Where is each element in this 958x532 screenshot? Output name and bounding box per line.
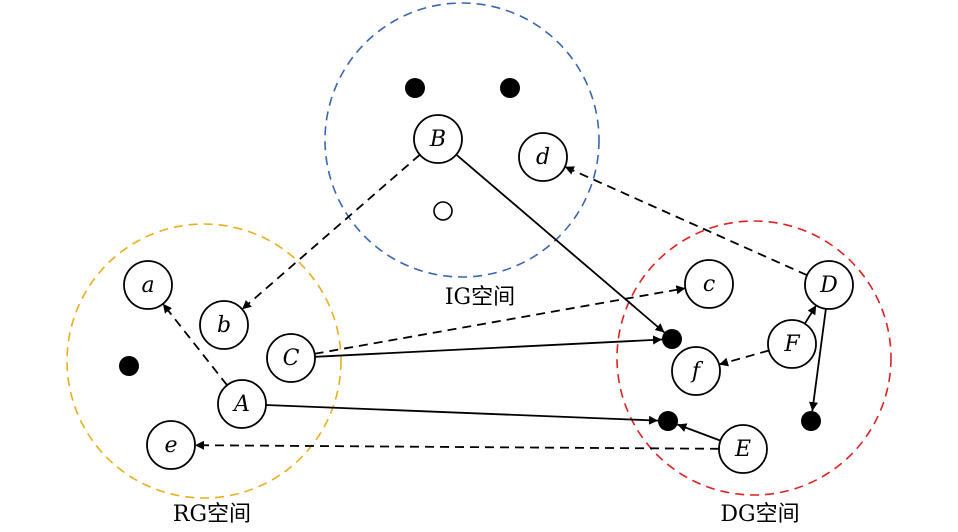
node-C: C — [266, 333, 316, 383]
node-label: E — [734, 437, 751, 462]
node-F: F — [767, 319, 817, 369]
spaces-layer — [66, 2, 892, 499]
node-label: F — [783, 332, 800, 357]
filled-point-p4 — [119, 356, 139, 376]
space-dg-label: DG空间 — [720, 502, 799, 527]
node-circle — [804, 260, 854, 310]
node-label: c — [703, 272, 715, 297]
node-circle — [767, 319, 817, 369]
node-circle — [518, 132, 568, 182]
node-b: b — [199, 300, 249, 350]
node-c: c — [684, 259, 734, 309]
node-f: f — [671, 346, 721, 396]
node-D: D — [804, 260, 854, 310]
edge-B-to-b — [241, 154, 421, 310]
filled-point-p7 — [801, 411, 821, 431]
node-label: a — [141, 273, 154, 298]
edge-F-to-D — [804, 304, 817, 325]
edge-A-to-p6 — [265, 404, 659, 425]
node-label: B — [429, 127, 446, 152]
node-label: D — [819, 273, 838, 298]
edge-D-to-d — [564, 165, 808, 277]
node-circle — [718, 424, 768, 474]
filled-point-p6 — [658, 411, 678, 431]
node-label: C — [283, 346, 300, 371]
edge-F-to-f — [718, 349, 770, 367]
edge-D-to-p7 — [809, 308, 827, 412]
node-d: d — [518, 132, 568, 182]
filled-point-p1 — [405, 78, 425, 98]
space-rg-circle — [66, 223, 342, 499]
edge-A-to-a — [162, 303, 228, 386]
node-label: A — [232, 392, 250, 417]
node-circle — [266, 333, 316, 383]
node-circle — [413, 114, 463, 164]
nodes-layer: a bC Ae Bd c D FfE — [123, 114, 854, 474]
space-ig-circle — [324, 2, 600, 278]
space-ig-label: IG空间 — [445, 285, 515, 310]
edges-layer — [162, 153, 827, 450]
node-circle — [199, 300, 249, 350]
node-label: d — [536, 145, 550, 170]
node-circle — [684, 259, 734, 309]
node-label: e — [164, 433, 177, 458]
space-rg-label: RG空间 — [173, 502, 251, 527]
node-circle — [217, 379, 267, 429]
node-circle — [671, 346, 721, 396]
edge-B-to-p5 — [455, 153, 665, 334]
space-dg-circle — [616, 220, 892, 496]
edge-E-to-p6 — [677, 423, 721, 442]
node-label: b — [217, 313, 231, 338]
node-E: E — [718, 424, 768, 474]
filled-point-p5 — [662, 329, 682, 349]
node-circle — [146, 420, 196, 470]
node-circle — [123, 260, 173, 310]
node-A: A — [217, 379, 267, 429]
points-layer — [119, 78, 821, 431]
node-e: e — [146, 420, 196, 470]
hollow-point-p3 — [433, 201, 453, 221]
edge-E-to-e — [194, 440, 720, 450]
edge-C-to-p5 — [314, 335, 663, 358]
node-a: a — [123, 260, 173, 310]
node-B: B — [413, 114, 463, 164]
edge-C-to-c — [314, 285, 686, 355]
filled-point-p2 — [500, 78, 520, 98]
